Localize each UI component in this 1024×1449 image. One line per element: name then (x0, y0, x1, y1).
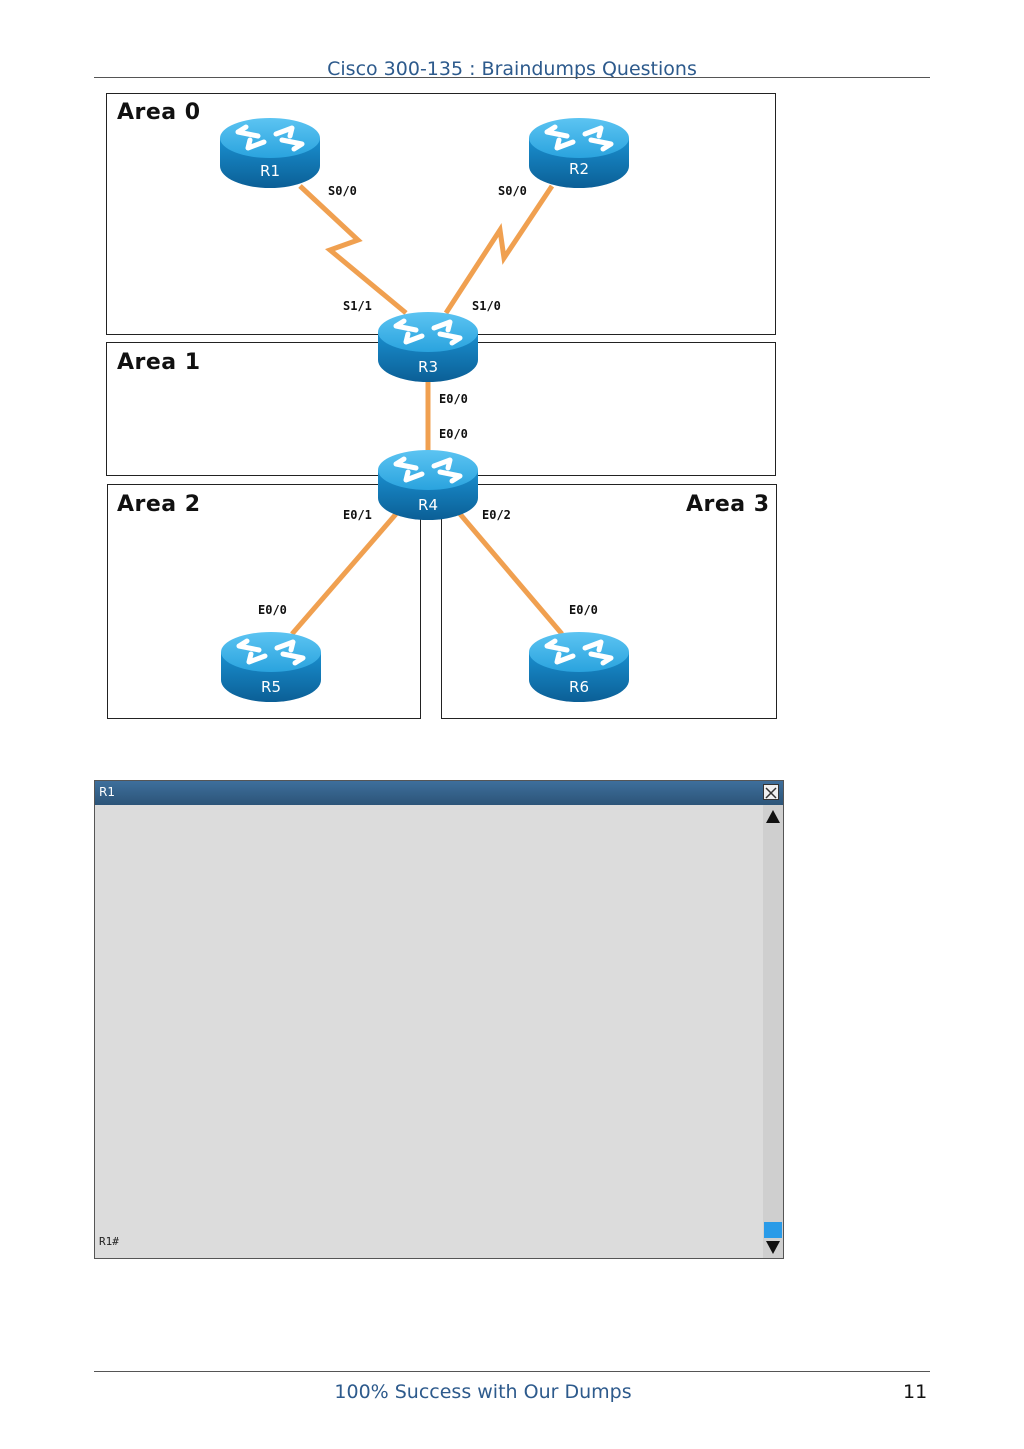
router-icon (529, 118, 629, 188)
iface-label-r3-e0-0: E0/0 (439, 392, 468, 406)
area-0-label: Area 0 (117, 100, 201, 125)
router-name-r3: R3 (418, 358, 438, 376)
close-icon (765, 787, 777, 799)
iface-label-r6-e0-0: E0/0 (569, 603, 598, 617)
iface-label-r3-s1-0: S1/0 (472, 299, 501, 313)
router-name-r1: R1 (260, 162, 280, 180)
scroll-up-arrow-icon[interactable] (766, 810, 780, 823)
terminal-window[interactable]: R1 R1# (94, 780, 784, 1259)
iface-label-r2-s0-0: S0/0 (498, 184, 527, 198)
iface-label-r4-e0-2: E0/2 (482, 508, 511, 522)
router-icon (529, 632, 629, 702)
footer-text: 100% Success with Our Dumps (334, 1381, 632, 1403)
router-r4[interactable]: R4 (376, 448, 480, 522)
terminal-prompt: R1# (99, 1235, 119, 1248)
link-r4-r5 (290, 512, 398, 636)
iface-label-r3-s1-1: S1/1 (343, 299, 372, 313)
area-0-box (106, 93, 776, 335)
link-r2-r3 (443, 184, 555, 315)
link-r1-r3 (298, 184, 408, 315)
router-name-r4: R4 (418, 496, 438, 514)
iface-label-r4-e0-0: E0/0 (439, 427, 468, 441)
router-icon (220, 118, 320, 188)
area-2-label: Area 2 (117, 492, 201, 517)
router-r6[interactable]: R6 (527, 630, 631, 704)
router-r3[interactable]: R3 (376, 310, 480, 384)
network-links (290, 184, 564, 636)
scroll-thumb[interactable] (764, 1222, 782, 1238)
terminal-scrollbar[interactable] (763, 805, 783, 1258)
router-name-r6: R6 (569, 678, 589, 696)
iface-label-r4-e0-1: E0/1 (343, 508, 372, 522)
page-number: 11 (903, 1381, 928, 1403)
router-r1[interactable]: R1 (218, 116, 322, 190)
router-icon (378, 450, 478, 520)
area-3-label: Area 3 (686, 492, 770, 517)
router-name-r5: R5 (261, 678, 281, 696)
iface-label-r1-s0-0: S0/0 (328, 184, 357, 198)
router-name-r2: R2 (569, 160, 589, 178)
page-header-title: Cisco 300-135 : Braindumps Questions (327, 58, 697, 80)
close-button[interactable] (763, 784, 779, 800)
iface-label-r5-e0-0: E0/0 (258, 603, 287, 617)
scroll-down-arrow-icon[interactable] (766, 1241, 780, 1254)
area-1-label: Area 1 (117, 350, 201, 375)
link-r4-r6 (458, 512, 564, 636)
terminal-console[interactable]: R1# (95, 805, 763, 1258)
header-rule (94, 77, 930, 78)
router-icon (221, 632, 321, 702)
router-r2[interactable]: R2 (527, 116, 631, 190)
router-icon (378, 312, 478, 382)
terminal-title: R1 (99, 785, 115, 799)
router-r5[interactable]: R5 (219, 630, 323, 704)
terminal-titlebar[interactable]: R1 (95, 781, 783, 805)
footer-rule (94, 1371, 930, 1372)
